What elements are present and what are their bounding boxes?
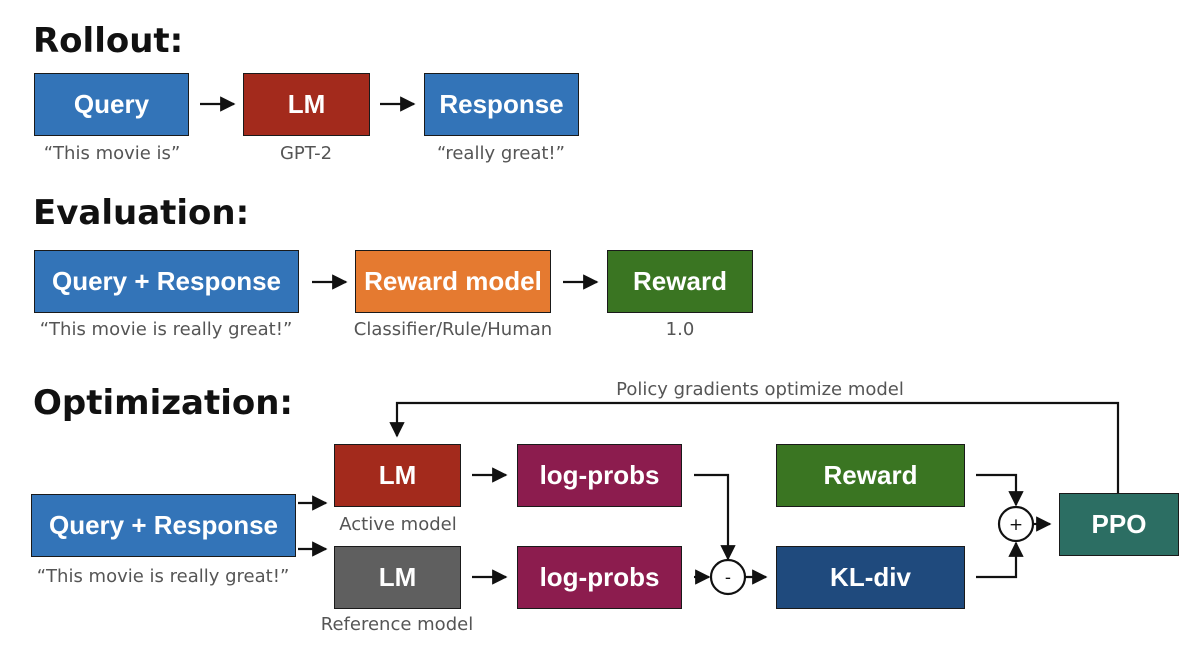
plus-operator-symbol: + <box>1009 515 1023 535</box>
optimization-query-response-box: Query + Response <box>31 494 296 557</box>
line-kldiv-to-plus <box>976 541 1024 579</box>
evaluation-query-response-box: Query + Response <box>34 250 299 313</box>
evaluation-heading: Evaluation: <box>33 193 250 233</box>
rollout-lm-caption: GPT-2 <box>279 143 333 164</box>
active-lm-caption: Active model <box>339 514 457 535</box>
rollout-query-box: Query <box>34 73 189 136</box>
minus-operator-circle <box>709 558 747 596</box>
line-active-logprobs-to-minus <box>694 473 736 561</box>
feedback-label: Policy gradients optimize model <box>616 379 904 400</box>
active-lm-box: LM <box>334 444 461 507</box>
reward-model-box: Reward model <box>355 250 551 313</box>
rollout-lm-box: LM <box>243 73 370 136</box>
evaluation-reward-caption: 1.0 <box>665 319 695 340</box>
minus-operator-symbol: - <box>725 568 731 588</box>
feedback-loop-line <box>389 401 1120 493</box>
evaluation-reward-box: Reward <box>607 250 753 313</box>
reference-logprobs-box: log-probs <box>517 546 682 609</box>
active-logprobs-box: log-probs <box>517 444 682 507</box>
ppo-box: PPO <box>1059 493 1179 556</box>
line-reward-to-plus <box>976 473 1024 507</box>
optimization-query-response-caption: “This movie is really great!” <box>36 566 290 587</box>
optimization-heading: Optimization: <box>33 383 294 423</box>
kl-div-box: KL-div <box>776 546 965 609</box>
plus-operator-circle <box>997 505 1035 543</box>
rollout-heading: Rollout: <box>33 21 184 61</box>
optimization-reward-box: Reward <box>776 444 965 507</box>
rollout-response-box: Response <box>424 73 579 136</box>
rollout-response-caption: “really great!” <box>437 143 565 164</box>
reference-lm-caption: Reference model <box>320 614 474 635</box>
reward-model-caption: Classifier/Rule/Human <box>353 319 553 340</box>
rollout-query-caption: “This movie is” <box>43 143 181 164</box>
reference-lm-box: LM <box>334 546 461 609</box>
evaluation-query-response-caption: “This movie is really great!” <box>39 319 293 340</box>
